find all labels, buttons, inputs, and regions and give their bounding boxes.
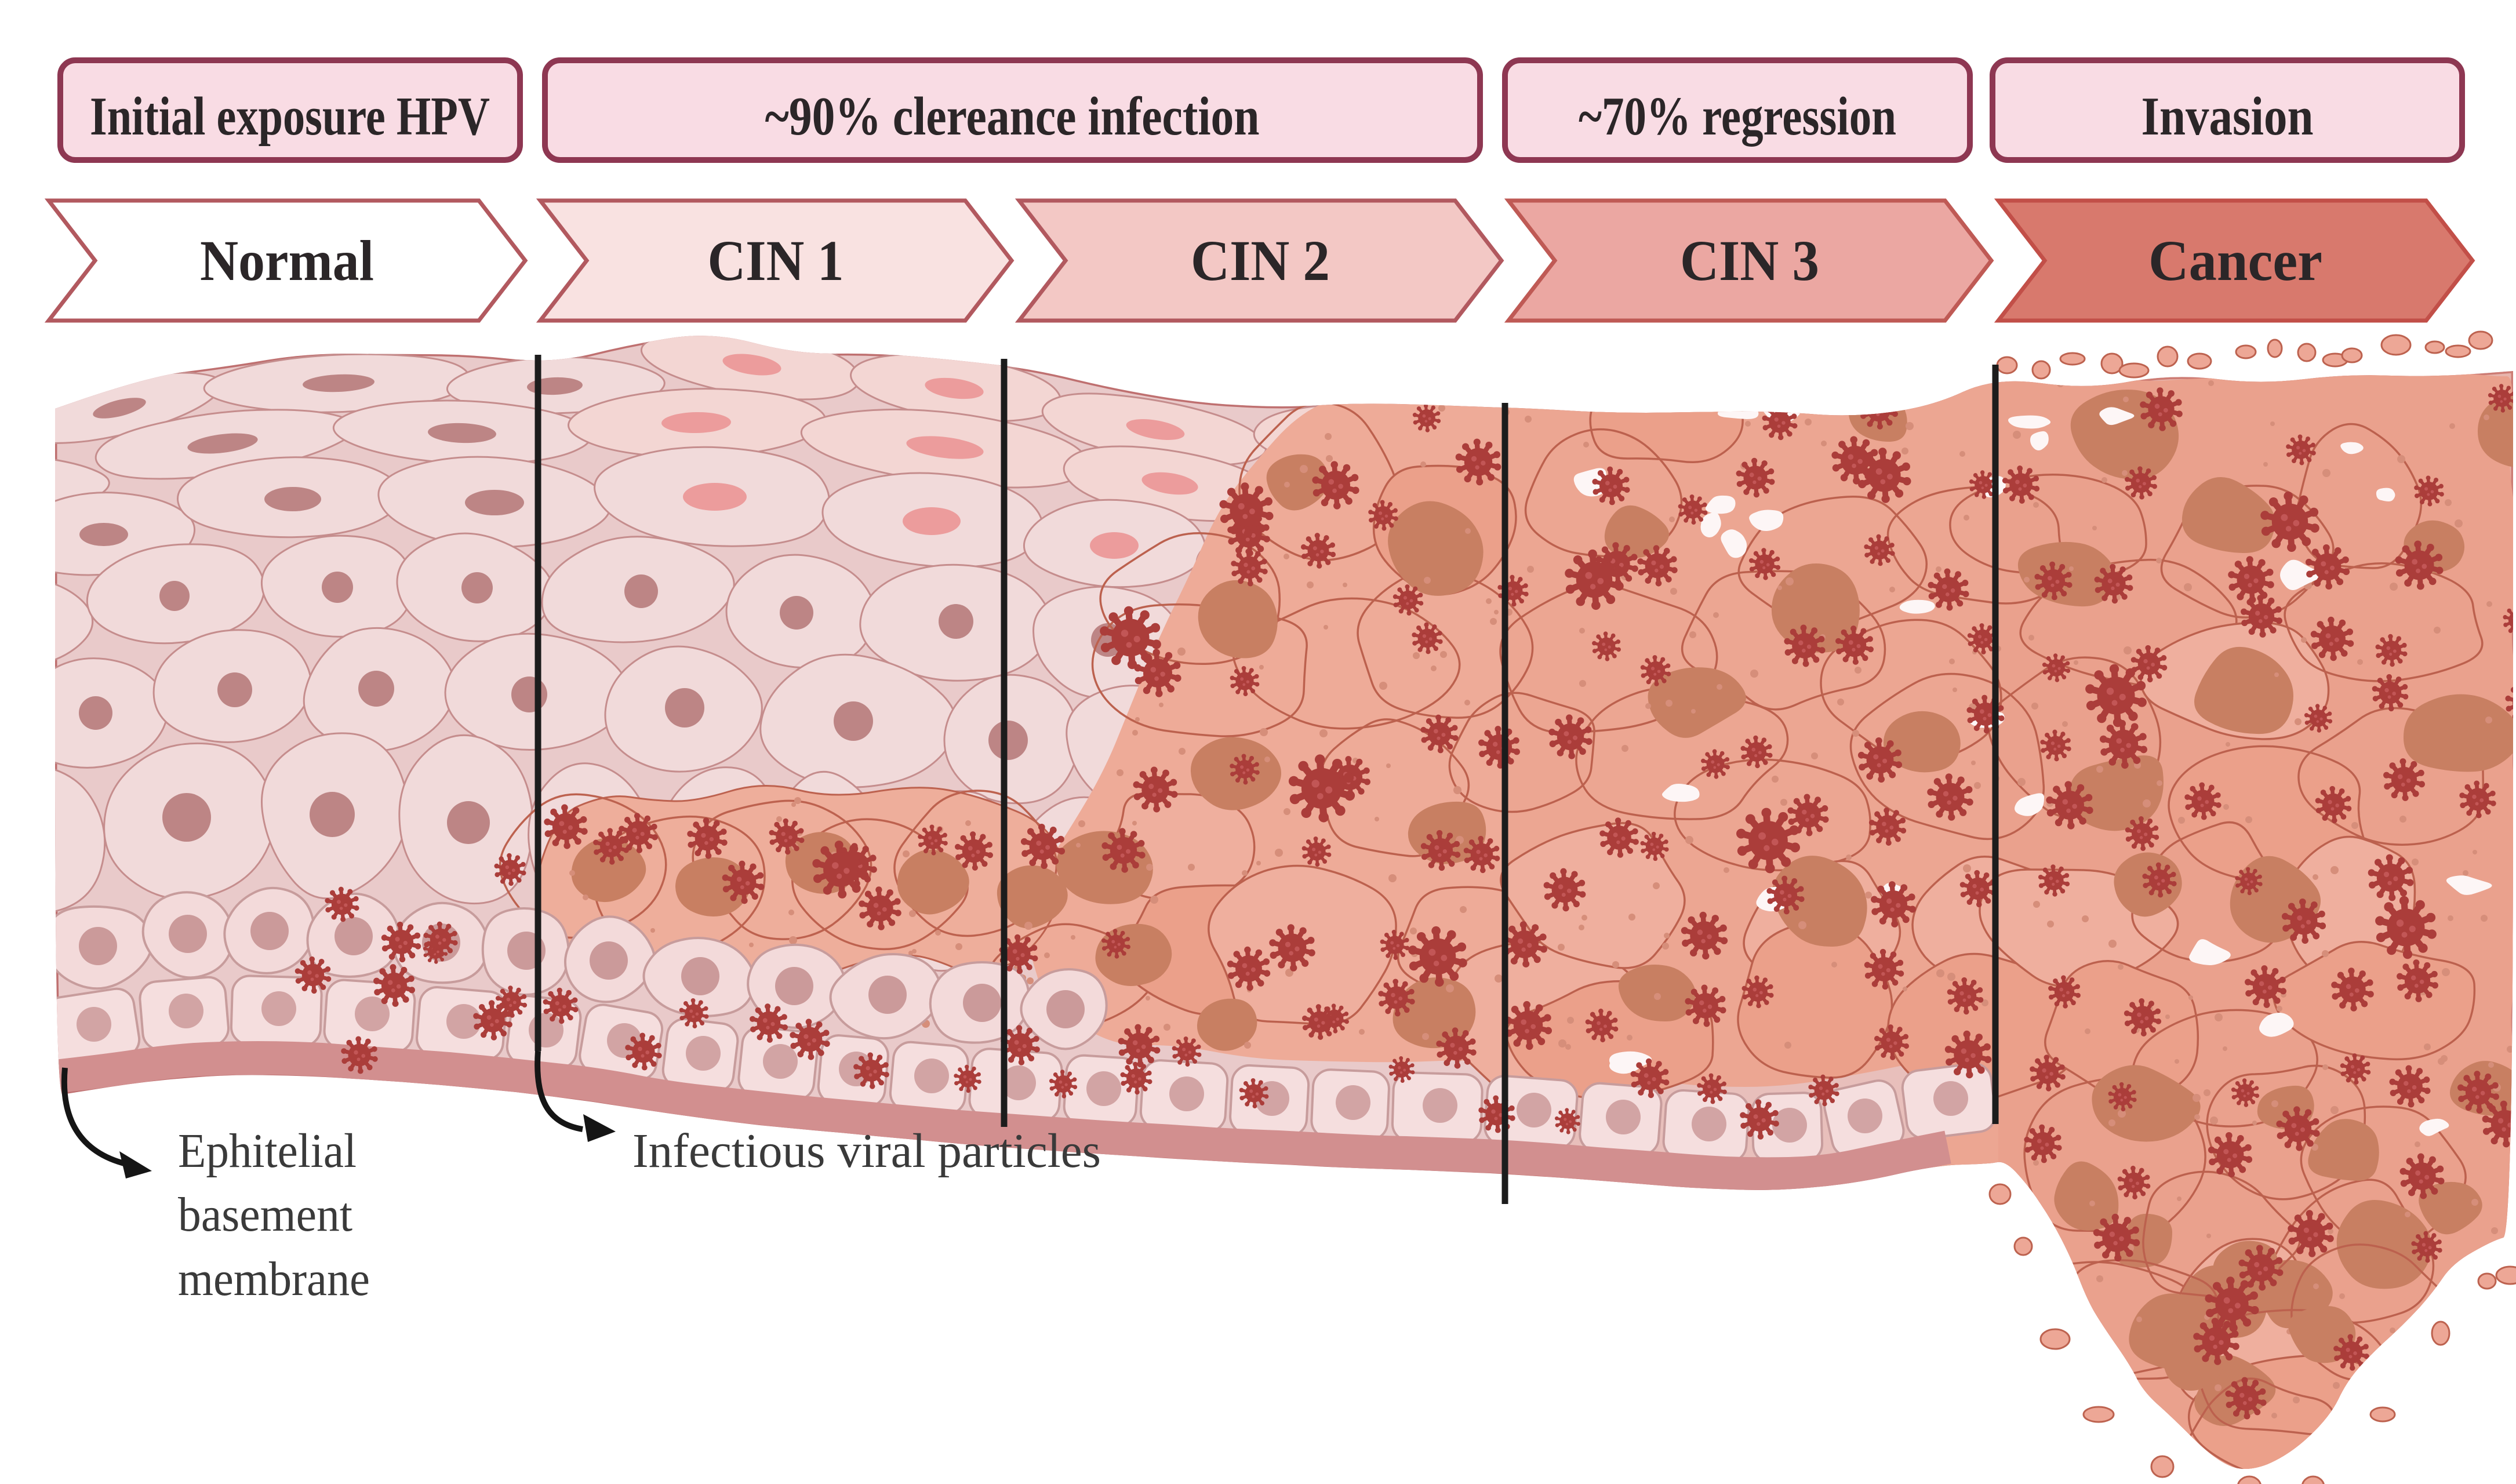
svg-text:~70% regression: ~70% regression [1579, 86, 1896, 147]
svg-text:~90% clereance infection: ~90% clereance infection [765, 86, 1260, 147]
svg-text:Infectious viral particles: Infectious viral particles [632, 1124, 1101, 1178]
svg-text:Initial exposure HPV: Initial exposure HPV [90, 86, 490, 147]
svg-text:basement: basement [178, 1188, 352, 1242]
svg-text:CIN 2: CIN 2 [1191, 228, 1330, 293]
svg-text:Invasion: Invasion [2141, 86, 2314, 147]
svg-text:membrane: membrane [178, 1252, 370, 1306]
svg-text:Cancer: Cancer [2148, 228, 2322, 293]
svg-text:CIN 1: CIN 1 [708, 228, 844, 293]
svg-text:Ephitelial: Ephitelial [178, 1124, 357, 1178]
svg-text:CIN 3: CIN 3 [1680, 228, 1819, 293]
svg-text:Normal: Normal [200, 228, 374, 293]
